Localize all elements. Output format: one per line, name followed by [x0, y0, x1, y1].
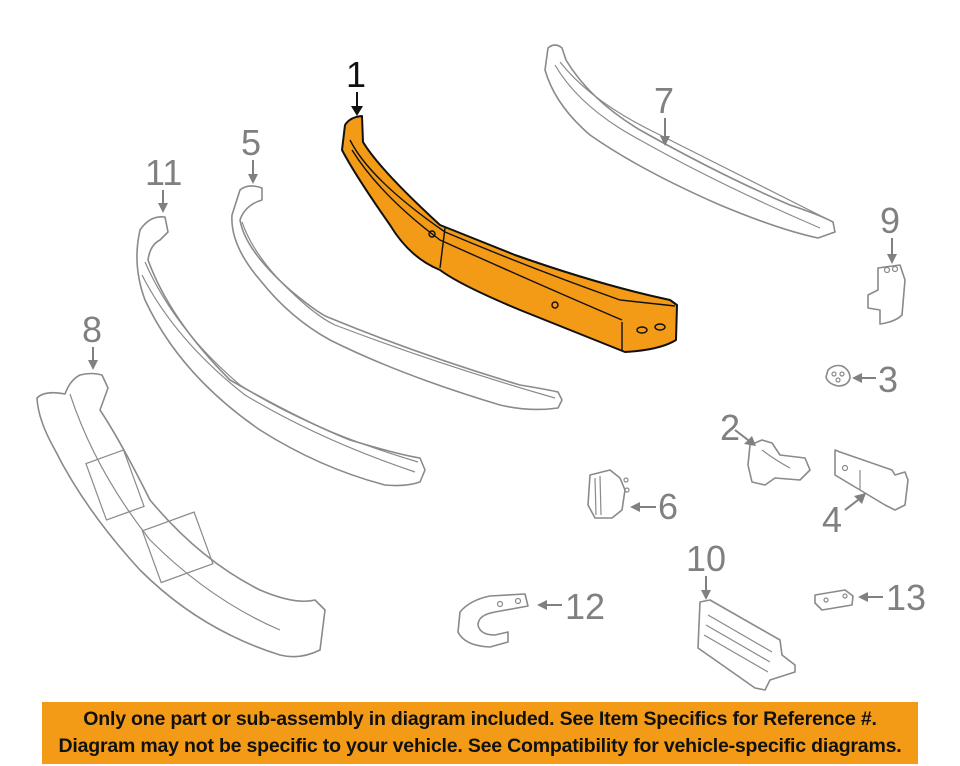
callout-2: 2: [720, 407, 741, 448]
part-13-retainer-plate: [814, 589, 854, 611]
part-5-bumper-molding: [231, 185, 563, 411]
part-12-tow-hook: [457, 593, 529, 648]
callout-11: 11: [145, 152, 183, 193]
callout-6: 6: [658, 486, 679, 527]
callout-8: 8: [82, 309, 103, 350]
callout-1: 1: [346, 54, 367, 95]
callout-4: 4: [822, 499, 843, 540]
disclaimer-line-2: Diagram may not be specific to your vehi…: [58, 735, 902, 757]
part-3-grommet: [825, 364, 851, 387]
part-7-upper-filler: [544, 44, 836, 239]
part-10-license-bracket: [697, 599, 796, 691]
callout-5: 5: [241, 122, 262, 163]
disclaimer-banner: Only one part or sub-assembly in diagram…: [42, 702, 918, 764]
part-9-side-bracket: [867, 264, 906, 325]
part-4-mounting-arm: [834, 449, 909, 511]
disclaimer-line-1: Only one part or sub-assembly in diagram…: [83, 708, 877, 730]
callout-7: 7: [654, 80, 675, 121]
part-11-bumper-cover: [136, 215, 426, 487]
part-2-bracket: [747, 439, 811, 486]
parts-diagram: 1 2 3 4 5 6 7 8 9 10 11 12 13: [36, 44, 927, 691]
callout-10: 10: [686, 538, 727, 579]
callout-arrows: [88, 92, 897, 610]
callout-12: 12: [565, 586, 606, 627]
part-8-lower-valance: [36, 372, 326, 658]
callout-3: 3: [878, 359, 899, 400]
part-6-end-cap: [587, 469, 630, 519]
callout-13: 13: [886, 577, 927, 618]
part-1-bumper-reinforcement: [341, 115, 678, 353]
callout-9: 9: [880, 200, 901, 241]
